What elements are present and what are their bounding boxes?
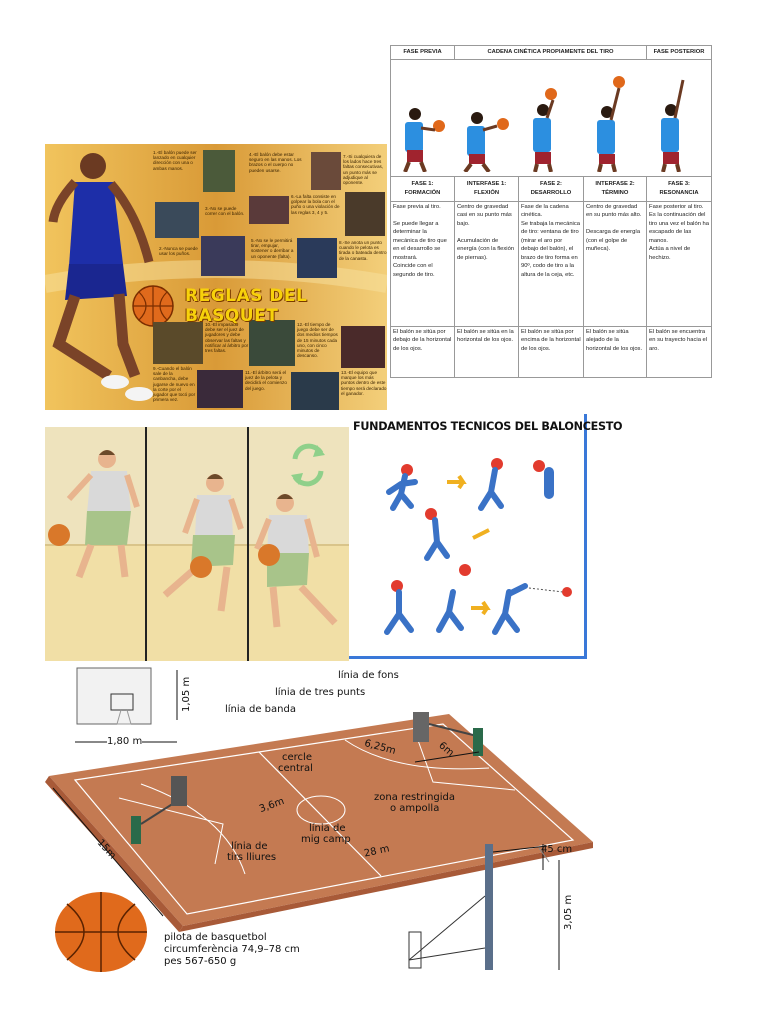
phase-label-3: FASE 2:DESARROLLO [518, 175, 584, 202]
shot-phases-table: FASE PREVIA CADENA CINÉTICA PROPIAMENTE … [389, 45, 713, 409]
phase-desc-3: Fase de la cadena cinética. Se trabaja l… [518, 200, 584, 327]
label-circle-1: cercle [282, 752, 312, 763]
rule-4: 4.-El balón debe estar seguro en las man… [249, 152, 302, 173]
phase-desc-4: Centro de gravedad en su punto más alto.… [582, 200, 648, 327]
rule-5: 5.-No se le permitirá tirar, empujar, so… [251, 238, 294, 259]
rule-13: 13.-El equipo que marque los más puntos … [341, 370, 387, 396]
fundamentals-title: FUNDAMENTOS TECNICOS DEL BALONCESTO [353, 420, 623, 433]
label-sideline: línia de banda [225, 704, 296, 715]
ball-position-2: El balón se sitúa en la horizontal de lo… [454, 325, 519, 378]
rule-3: 3.-No se puede correr con el balón. [205, 206, 245, 217]
label-free-throw-2: tirs lliures [227, 852, 277, 863]
shooter-figure-4 [597, 76, 625, 173]
fundamentals-figures [384, 458, 572, 635]
label-restricted-zone-1: zona restringida [374, 792, 456, 803]
phase-label-4: INTERFASE 2:TÉRMINO [582, 175, 648, 202]
label-circle-2: central [278, 763, 313, 774]
label-restricted-zone-2: o ampolla [390, 803, 440, 814]
ball-position-5: El balón se encuentra en su trayecto hac… [646, 325, 713, 378]
ball-position-3: El balón se sitúa por encima de la horiz… [518, 325, 584, 378]
fundamentals-illustration [384, 458, 572, 635]
dim-board-height: 1,05 m [181, 676, 192, 712]
shooter-figure-1 [403, 108, 445, 173]
rule-6: 6.-La falta consiste en golpear la bola … [291, 194, 340, 215]
shooter-figure-2 [463, 112, 509, 174]
shooter-sequence [403, 76, 685, 174]
label-free-throw-1: línia de [231, 841, 268, 852]
label-baseline: línia de fons [338, 670, 399, 681]
dribble-sequence [45, 427, 349, 661]
header-kinetic-chain: CADENA CINÉTICA PROPIAMENTE DEL TIRO [453, 45, 648, 60]
rule-7: 7.-Si cualquiera de los lados hace tres … [343, 154, 384, 186]
header-posterior-phase: FASE POSTERIOR [646, 45, 713, 60]
rule-12: 12.-El tiempo de juego debe ser de dos m… [297, 322, 338, 359]
court-diagram: línia de fons línia de tres punts línia … [45, 664, 605, 974]
poster-background [45, 144, 387, 410]
court-drawing [45, 667, 593, 972]
dribble-illustration [45, 427, 349, 661]
phase-label-2: INTERFASE 1:FLEXIÓN [454, 175, 519, 202]
rule-8: 8.-Se anota un punto cuando le pelota es… [339, 240, 387, 261]
basketball-icon-large [55, 892, 147, 972]
dim-rim-offset: 45 cm [541, 844, 573, 855]
rule-1: 1.-El balón puede ser lanzado en cualqui… [153, 150, 197, 171]
dribbler-2 [162, 474, 244, 612]
ball-position-4: El balón se sitúa alejado de la horizont… [582, 325, 648, 378]
basketball-icon [132, 285, 174, 327]
rule-11: 11.-El árbitro será el juez de la pelota… [245, 370, 287, 391]
shooter-figures [389, 59, 713, 177]
header-previous-phase: FASE PREVIA [390, 45, 455, 60]
shooter-figure-5 [661, 79, 685, 173]
label-three-point-line: línia de tres punts [275, 687, 366, 698]
dribbler-1 [48, 450, 140, 579]
rules-poster: 1.-El balón puede ser lanzado en cualqui… [45, 144, 387, 410]
player-illustration [48, 153, 154, 401]
dim-board-width: 1,80 m [107, 736, 143, 747]
label-ball-2: circumferència 74,9–78 cm [164, 944, 300, 955]
technical-fundamentals: FUNDAMENTOS TECNICOS DEL BALONCESTO [349, 414, 623, 659]
dribbler-3 [254, 494, 338, 628]
label-ball-3: pes 567-650 g [164, 956, 237, 967]
refresh-icon [291, 443, 325, 487]
dim-rim-height: 3,05 m [563, 894, 574, 930]
ball-position-1: El balón se sitúa por debajo de la horiz… [390, 325, 455, 378]
phase-desc-2: Centro de gravedad casi en su punto más … [454, 200, 519, 327]
rule-10: 10.-El impasado debe ser el juez de juga… [205, 322, 249, 354]
poster-title: REGLAS DEL BASQUET [185, 286, 308, 326]
phase-desc-5: Fase posterior al tiro. Es la continuaci… [646, 200, 713, 327]
phase-label-5: FASE 3:RESONANCIA [646, 175, 713, 202]
shooter-figure-3 [533, 88, 557, 173]
phase-desc-1: Fase previa al tiro. Se puede llegar a d… [390, 200, 455, 327]
label-midcourt-2: mig camp [301, 834, 351, 845]
rule-2: 2.-Nunca se puede usar los puños. [159, 246, 198, 257]
label-midcourt-1: línia de [309, 823, 346, 834]
phase-label-1: FASE 1:FORMACIÓN [390, 175, 455, 202]
label-ball-1: pilota de basquetbol [164, 932, 267, 943]
rule-9: 9.-Cuando el balón sale de la canbancha,… [153, 366, 196, 403]
